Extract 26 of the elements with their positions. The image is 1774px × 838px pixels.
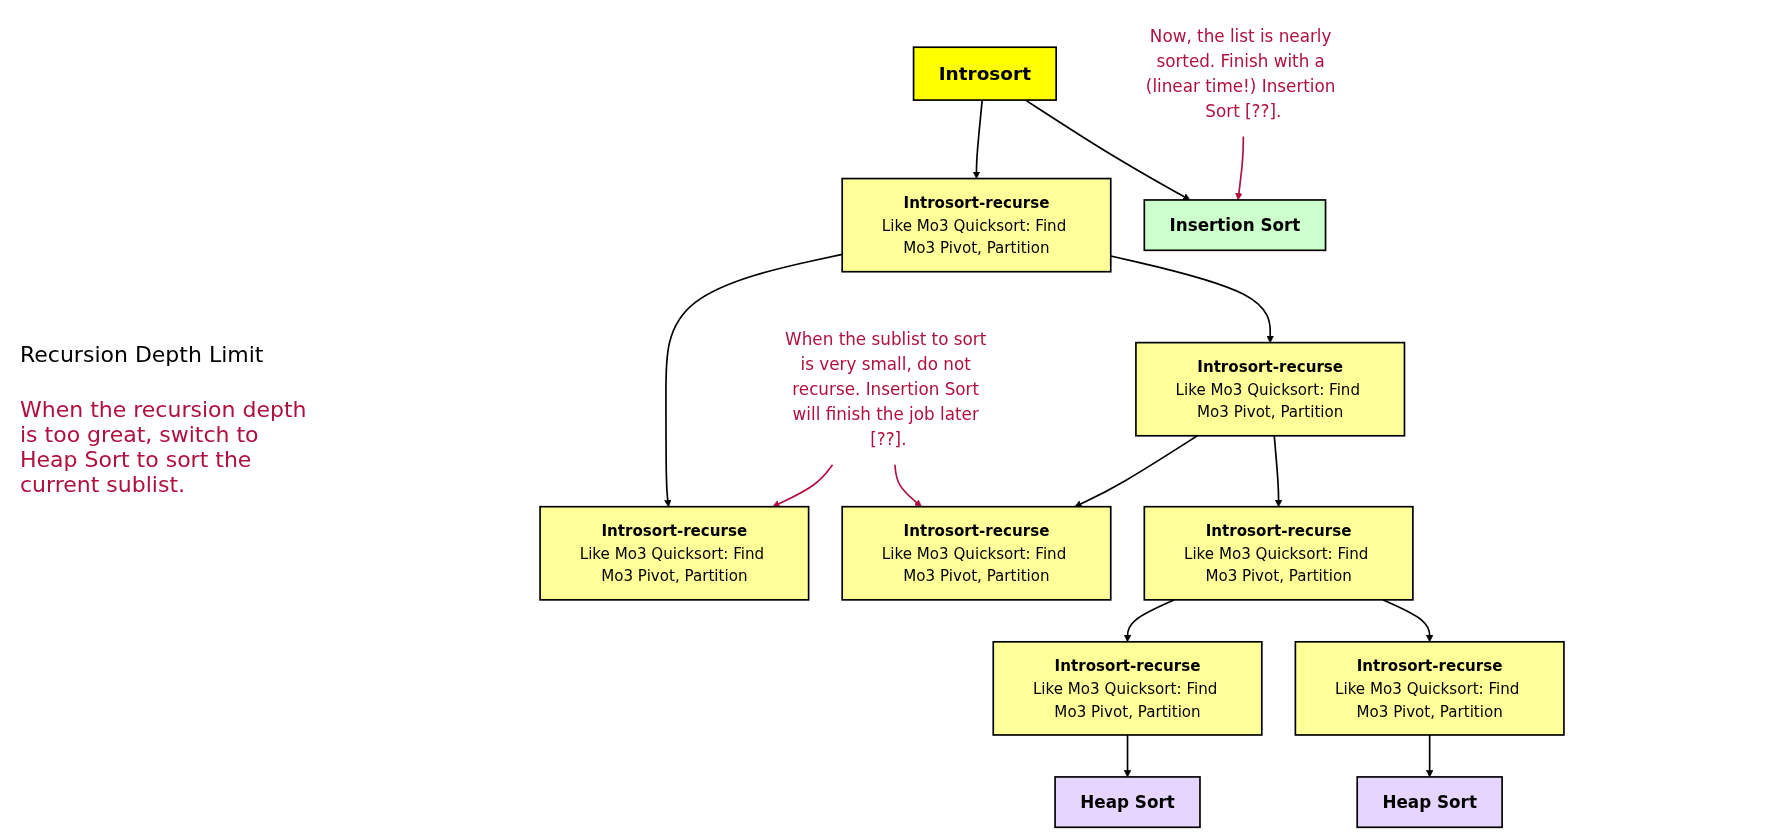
arrow <box>1425 734 1434 778</box>
node-text: When the sublist to sort is very small, do not recurse. Insertion Sort will finish the job later [??]. <box>785 328 987 450</box>
arrow <box>1123 734 1132 778</box>
arrow <box>772 463 834 508</box>
node-text: Now, the list is nearly sorted. Finish with a (linear time!) Insertion Sort [??]. <box>1145 25 1336 122</box>
node-box: Insertion Sort <box>1143 199 1327 252</box>
node-box: Introsort-recurse Like Mo3 Quicksort: Find Mo3 Pivot, Partition <box>539 505 810 601</box>
node-box: Heap Sort <box>1356 776 1503 829</box>
node-box: Heap Sort <box>1054 776 1201 829</box>
note-text: When the recursion depth is too great, switch to Heap Sort to sort the current sublist. <box>20 396 308 497</box>
node-box: Introsort-recurse Like Mo3 Quicksort: Find Mo3 Pivot, Partition <box>992 641 1263 736</box>
node-box: Introsort-recurse Like Mo3 Quicksort: Find Mo3 Pivot, Partition <box>1143 505 1414 601</box>
node-box: Introsort-recurse Like Mo3 Quicksort: Find Mo3 Pivot, Partition <box>841 505 1112 601</box>
node-box: Introsort-recurse Like Mo3 Quicksort: Find Mo3 Pivot, Partition <box>1135 341 1406 437</box>
arrow <box>1235 135 1245 201</box>
arrow <box>1381 599 1434 643</box>
arrow <box>1273 434 1283 508</box>
arrow <box>972 99 984 179</box>
node-box: Introsort <box>912 46 1057 101</box>
arrow <box>894 463 922 508</box>
limit-label: Recursion Depth Limit <box>20 341 265 367</box>
arrow <box>1123 599 1176 643</box>
node-box: Introsort-recurse Like Mo3 Quicksort: Find Mo3 Pivot, Partition <box>841 177 1112 273</box>
node-box: Introsort-recurse Like Mo3 Quicksort: Find Mo3 Pivot, Partition <box>1294 641 1565 736</box>
arrow <box>1024 99 1191 201</box>
arrow <box>1074 434 1199 508</box>
